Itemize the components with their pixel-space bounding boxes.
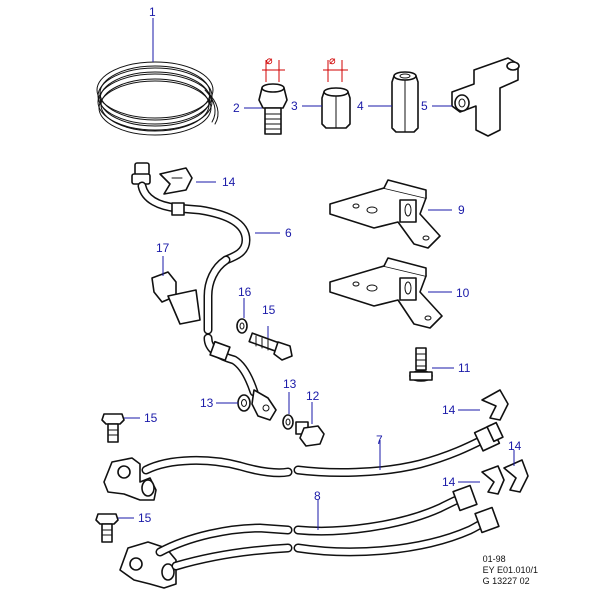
- callout-16: 16: [238, 285, 252, 299]
- part-10-bracket: [329, 257, 443, 329]
- callout-2: 2: [233, 101, 240, 115]
- callout-15a: 15: [262, 303, 276, 317]
- reference-code: EY E01.010/1: [482, 565, 538, 575]
- reference-date: 01-98: [482, 554, 506, 564]
- callout-1: 1: [149, 5, 156, 19]
- callout-11: 11: [458, 361, 471, 375]
- callout-14a: 14: [222, 175, 236, 189]
- callout-3: 3: [291, 99, 298, 113]
- callout-13b: 13: [283, 377, 297, 391]
- part-13-washer-right: [282, 414, 294, 430]
- drawing-reference: 01-98 EY E01.010/1 G 13227 02: [483, 554, 538, 587]
- part-13-washer-left: [237, 394, 251, 412]
- diameter-symbol-3: ⌀: [329, 54, 336, 67]
- part-6-front-hose: [131, 162, 277, 421]
- part-2-adapter: ⌀: [258, 54, 288, 135]
- callout-14d: 14: [442, 475, 456, 489]
- part-7-rear-hose: [293, 421, 504, 477]
- reference-drawing-number: G 13227 02: [482, 576, 530, 586]
- part-16-washer: [236, 318, 248, 334]
- part-4-long-nut: [391, 71, 419, 133]
- callout-9: 9: [458, 203, 465, 217]
- part-15-bolt-lower: [101, 413, 125, 443]
- part-11-screw: [409, 347, 433, 382]
- callout-17: 17: [156, 241, 170, 255]
- hose-union-lower: [119, 523, 293, 589]
- part-15-bolt-bottom: [95, 513, 119, 543]
- part-17-bracket-clip: [151, 271, 201, 325]
- callout-8: 8: [314, 489, 321, 503]
- part-9-bracket: [329, 179, 441, 249]
- callout-5: 5: [421, 99, 428, 113]
- diameter-symbol-2: ⌀: [266, 54, 273, 67]
- callout-13a: 13: [200, 396, 214, 410]
- part-14-clip-right-1: [481, 389, 509, 421]
- callout-15c: 15: [138, 511, 152, 525]
- callout-10: 10: [456, 286, 470, 300]
- part-1-coiled-pipe: [96, 61, 219, 136]
- part-15-bolt-middle: [248, 332, 293, 361]
- callout-6: 6: [285, 226, 292, 240]
- callout-12: 12: [306, 389, 320, 403]
- hose-union-upper: [103, 455, 293, 501]
- callout-14c: 14: [508, 439, 522, 453]
- callout-4: 4: [357, 99, 364, 113]
- callout-15b: 15: [144, 411, 158, 425]
- part-8-rear-hoses: [293, 484, 500, 557]
- part-12-banjo-bolt: [295, 421, 325, 447]
- part-3-coupling-nut: ⌀: [321, 54, 351, 129]
- part-14-clip-right-2: [503, 459, 529, 493]
- callout-14b: 14: [442, 403, 456, 417]
- part-5-tee-piece: [451, 57, 520, 137]
- callout-7: 7: [376, 433, 383, 447]
- part-14-clip-top: [159, 167, 193, 195]
- part-14-clip-lower: [481, 465, 505, 495]
